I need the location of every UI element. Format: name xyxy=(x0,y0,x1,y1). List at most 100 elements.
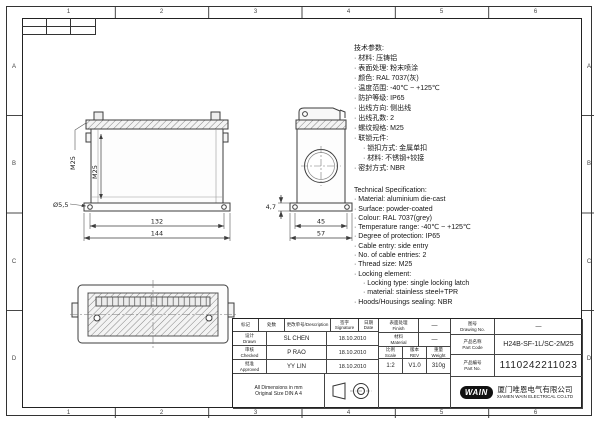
dim-m25-entry-a-label: M25 xyxy=(69,156,77,170)
dim-144-label: 144 xyxy=(151,230,163,238)
zone-row-left-d: D xyxy=(11,355,17,362)
part-no-value: 1110242211023 xyxy=(495,355,583,377)
weight-value: 310g xyxy=(427,359,451,374)
zone-col-top-1: 1 xyxy=(66,9,71,15)
checked-name: P RAO xyxy=(267,346,327,360)
zone-row-right-d: D xyxy=(586,355,592,362)
rev-version-label: 版本 REV xyxy=(403,347,427,359)
finish-value: — xyxy=(419,319,451,333)
rev-header-signature: 签字 Signature xyxy=(331,319,359,332)
title-block: 标记 处数 更改单号/Description 签字 Signature 日期 D… xyxy=(232,318,583,409)
spec-line: · 螺纹规格: M25 xyxy=(354,125,404,132)
part-no-label: 产品编号 Part No. xyxy=(451,355,495,377)
dim-132-label: 132 xyxy=(151,218,163,226)
front-view xyxy=(83,111,231,212)
rev-version-value: V1.0 xyxy=(403,359,427,374)
technical-specs-english: Technical Specification: · Material: alu… xyxy=(354,186,471,307)
drawing-no-label: 图号 Drawing No. xyxy=(451,319,495,335)
zone-row-left-b: B xyxy=(11,160,16,167)
side-view-dimensions: 45 57 4,7 xyxy=(266,195,353,241)
weight-label: 重量 Weight xyxy=(427,347,451,359)
note-original-size: Original Size DIN A 4 xyxy=(255,391,302,397)
projection-symbol-icon xyxy=(332,382,372,400)
spec-line: · Material: aluminium die-cast xyxy=(354,196,446,204)
drawn-date: 18.10.2010 xyxy=(327,332,379,346)
spec-line: · 密封方式: NBR xyxy=(354,165,405,172)
spec-line: · Hoods/Housings sealing: NBR xyxy=(354,298,453,306)
zone-tick-marks xyxy=(6,6,594,418)
dim-57-label: 57 xyxy=(317,230,325,238)
checked-label: 审核 Checked xyxy=(233,346,267,360)
finish-label: 表面处理 Finish xyxy=(379,319,419,333)
bottom-view xyxy=(70,280,236,348)
specs-cn-title: 技术参数: xyxy=(354,45,384,52)
drawn-label: 设计 Drawn xyxy=(233,332,267,346)
zone-col-top-3: 3 xyxy=(253,9,258,15)
dim-m25-entry-b-label: M25 xyxy=(91,165,99,179)
rev-header-date: 日期 Date xyxy=(359,319,379,332)
spec-line: · material: stainless steel+TPR xyxy=(363,289,459,297)
technical-specs-chinese: 技术参数: · 材料: 压铸铝 · 表面处理: 粉末喷涂 · 颜色: RAL 7… xyxy=(354,44,440,174)
zone-row-right-b: B xyxy=(586,160,591,167)
projection-symbol-cell xyxy=(325,374,379,409)
zone-col-bottom-4: 4 xyxy=(346,410,351,416)
zone-col-bottom-6: 6 xyxy=(533,410,538,416)
spec-line: · Locking type: single locking latch xyxy=(363,279,470,287)
material-value: — xyxy=(419,333,451,347)
company-name-cn: 厦门唯恩电气有限公司 xyxy=(497,385,573,395)
approved-date: 18.10.2010 xyxy=(327,360,379,374)
dim-hole-dia-label: Ø5,5 xyxy=(53,201,68,209)
spec-line: · 温度范围: -40℃ ~ +125℃ xyxy=(354,85,440,92)
stage-mark-cell xyxy=(379,374,451,409)
rev-header-qty: 处数 xyxy=(259,319,285,332)
part-code-value: H24B-SF-1L/SC-2M25 xyxy=(495,335,583,355)
side-view xyxy=(289,107,353,212)
spec-line: · 出线孔数: 2 xyxy=(354,115,395,122)
spec-line: · 出线方向: 侧出线 xyxy=(354,105,412,112)
specs-en-title: Technical Specification: xyxy=(354,187,427,194)
rev-header-description: 更改单号/Description xyxy=(285,319,331,332)
front-view-dimensions: 132 144 M25 M25 Ø5,5 xyxy=(53,122,231,241)
spec-line: · Degree of protection: IP65 xyxy=(354,233,440,241)
zone-row-left-c: C xyxy=(11,258,17,265)
scale-label: 比例 Scale xyxy=(379,347,403,359)
spec-line: · 锁扣方式: 金属单扣 xyxy=(363,145,428,152)
zone-col-top-2: 2 xyxy=(159,9,164,15)
zone-col-bottom-3: 3 xyxy=(253,410,258,416)
checked-date: 18.10.2010 xyxy=(327,346,379,360)
rev-header-mark: 标记 xyxy=(233,319,259,332)
spec-line: · 颜色: RAL 7037(灰) xyxy=(354,75,419,82)
zone-row-left-a: A xyxy=(11,63,16,70)
spec-line: · 联锁元件: xyxy=(354,135,389,142)
spec-line: · 表面处理: 粉末喷涂 xyxy=(354,65,419,72)
part-code-label: 产品名称 Part Code xyxy=(451,335,495,355)
spec-line: · 材料: 不锈钢+铰接 xyxy=(363,155,425,162)
spec-line: · 防护等级: IP65 xyxy=(354,95,405,102)
material-label: 材料 Material xyxy=(379,333,419,347)
spec-line: · Surface: powder-coated xyxy=(354,205,433,213)
corner-reference-table xyxy=(22,18,96,35)
spec-line: · Cable entry: side entry xyxy=(354,242,429,250)
zone-col-bottom-1: 1 xyxy=(66,410,71,416)
zone-col-top-4: 4 xyxy=(346,9,351,15)
wain-logo: WAIN xyxy=(459,386,493,399)
drawing-no-value: — xyxy=(495,319,583,335)
approved-name: YY LIN xyxy=(267,360,327,374)
drawing-frame xyxy=(22,18,582,408)
dimension-notes: All Dimensions in mm Original Size DIN A… xyxy=(233,374,325,409)
company-name-en: XIAMEN WAIN ELECTRICAL CO.LTD xyxy=(496,394,574,400)
zone-col-top-5: 5 xyxy=(439,9,444,15)
zone-col-top-6: 6 xyxy=(533,9,538,15)
dim-flange-thickness-label: 4,7 xyxy=(266,203,276,211)
spec-line: · Colour: RAL 7037(grey) xyxy=(354,214,432,222)
sheet-outer-border xyxy=(6,6,592,416)
approved-label: 批准 Approved xyxy=(233,360,267,374)
spec-line: · Thread size: M25 xyxy=(354,261,413,269)
spec-line: · Temperature range: -40℃ ~ +125℃ xyxy=(354,224,471,232)
zone-row-right-c: C xyxy=(586,258,592,265)
zone-col-bottom-2: 2 xyxy=(159,410,164,416)
note-dimensions-mm: All Dimensions in mm xyxy=(254,385,303,391)
drawn-name: SL CHEN xyxy=(267,332,327,346)
spec-line: · 材料: 压铸铝 xyxy=(354,55,398,62)
